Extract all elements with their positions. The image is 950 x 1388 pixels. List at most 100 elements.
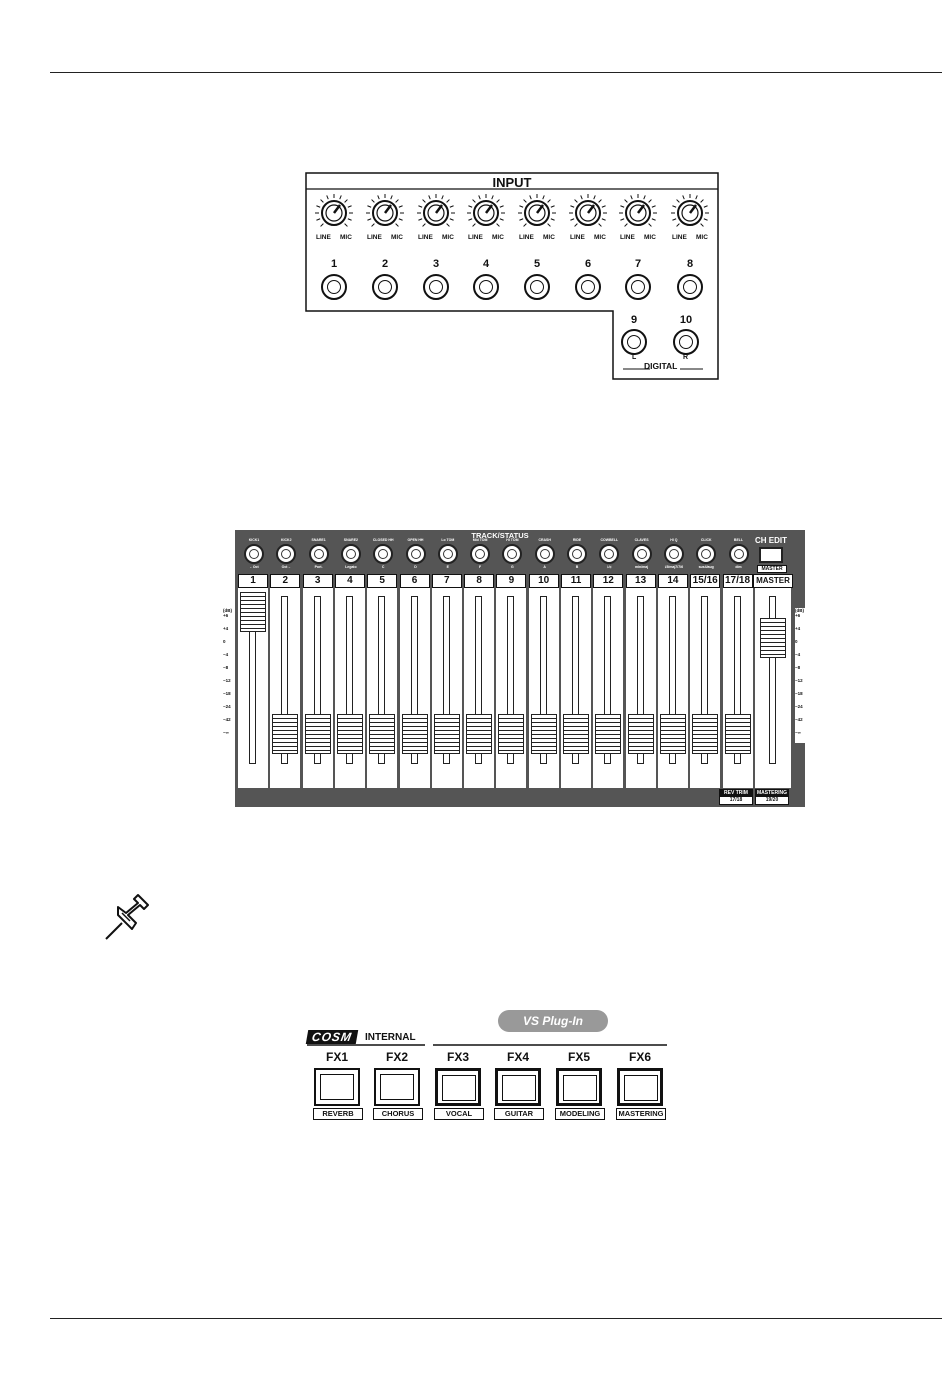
input-jack-3[interactable]	[423, 274, 449, 300]
fx6-button[interactable]	[617, 1068, 663, 1106]
track-status-button-4[interactable]	[340, 544, 361, 564]
ch-edit-label: CH EDIT	[755, 536, 787, 545]
fader-slot	[701, 596, 709, 764]
fader-knob-11[interactable]	[563, 714, 589, 754]
fx3-button[interactable]	[435, 1068, 481, 1106]
track-button-label-bottom: G	[511, 565, 514, 569]
track-status-button-10[interactable]	[534, 544, 555, 564]
track-status-button-7[interactable]	[437, 544, 458, 564]
channel-number-5: 5	[367, 574, 398, 588]
input-jack-4[interactable]	[473, 274, 499, 300]
scale-mark: −4	[795, 652, 801, 657]
digital-number-10: 10	[679, 314, 693, 326]
scale-unit: (dB)	[223, 608, 232, 613]
bottom-rule	[50, 1318, 942, 1319]
fader-knob-3[interactable]	[304, 714, 331, 754]
fx4-button[interactable]	[495, 1068, 541, 1106]
fx-sub-label-6: MASTERING	[616, 1108, 666, 1120]
track-status-button-13[interactable]	[631, 544, 652, 564]
fader-knob-8[interactable]	[466, 714, 493, 754]
track-status-button-15[interactable]	[696, 544, 717, 564]
track-button-label-top: KICK2	[281, 538, 292, 542]
fx1-button[interactable]	[314, 1068, 360, 1106]
line-label: LINE	[468, 234, 483, 241]
fader-knob-5[interactable]	[369, 714, 396, 754]
track-status-button-12[interactable]	[599, 544, 620, 564]
input-number-3: 3	[432, 258, 440, 270]
scale-mark: −18	[795, 691, 803, 696]
pushpin-icon	[105, 894, 149, 940]
fader-knob-15[interactable]	[692, 714, 719, 754]
input-jack-7[interactable]	[625, 274, 651, 300]
fader-knob-12[interactable]	[595, 714, 622, 754]
fx-sub-label-1: REVERB	[313, 1108, 363, 1120]
channel-strip-16	[722, 588, 753, 788]
fader-knob-13[interactable]	[627, 714, 654, 754]
channel-strip-7	[431, 588, 462, 788]
fader-slot	[733, 596, 741, 764]
track-status-button-9[interactable]	[502, 544, 523, 564]
track-status-button-1[interactable]	[244, 544, 264, 564]
fx5-button[interactable]	[556, 1068, 602, 1106]
fader-knob-16[interactable]	[724, 714, 751, 754]
scale-mark: +4	[223, 626, 229, 631]
fader-slot	[345, 596, 353, 764]
mic-label: MIC	[696, 234, 708, 241]
track-status-button-6[interactable]	[405, 544, 426, 564]
fader-knob-9[interactable]	[498, 714, 525, 754]
ch-edit-button[interactable]	[759, 547, 783, 563]
track-button-label-top: SNARE1	[311, 538, 326, 542]
input-jack-2[interactable]	[372, 274, 398, 300]
input-number-6: 6	[584, 258, 592, 270]
fader-knob-14[interactable]	[659, 714, 686, 754]
fader-knob-4[interactable]	[336, 714, 363, 754]
track-status-button-14[interactable]	[663, 544, 684, 564]
digital-jack-9[interactable]	[621, 329, 647, 355]
channel-number-9: 9	[496, 574, 527, 588]
fader-knob-2[interactable]	[272, 714, 299, 754]
vs-plugin-logo: VS Plug-In	[498, 1010, 608, 1032]
track-status-button-8[interactable]	[470, 544, 491, 564]
master-fader-knob[interactable]	[760, 618, 786, 658]
track-status-button-3[interactable]	[308, 544, 329, 564]
fx-sub-label-5: MODELING	[555, 1108, 605, 1120]
input-jack-5[interactable]	[524, 274, 550, 300]
scale-mark: −42	[223, 717, 231, 722]
input-jack-8[interactable]	[677, 274, 703, 300]
fader-slot	[281, 596, 289, 764]
track-status-button-11[interactable]	[567, 544, 587, 564]
track-status-button-5[interactable]	[373, 544, 394, 564]
track-button-label-bottom: Oct→	[281, 565, 291, 569]
track-status-button-16[interactable]	[728, 544, 749, 564]
fader-knob-1[interactable]	[240, 592, 266, 632]
fx-label-3: FX3	[446, 1050, 469, 1064]
fader-knob-10[interactable]	[530, 714, 557, 754]
input-jack-1[interactable]	[321, 274, 347, 300]
track-button-label-bottom: sus4/aug	[698, 565, 714, 569]
fader-knob-6[interactable]	[401, 714, 428, 754]
mic-label: MIC	[543, 234, 555, 241]
fader-knob-7[interactable]	[433, 714, 460, 754]
input-number-8: 8	[686, 258, 694, 270]
input-jack-6[interactable]	[575, 274, 601, 300]
track-button-label-top: CLICK	[700, 538, 712, 542]
channel-number-3: 3	[302, 574, 333, 588]
channel-strip-5	[367, 588, 398, 788]
fx2-button[interactable]	[374, 1068, 420, 1106]
track-status-button-2[interactable]	[276, 544, 297, 564]
digital-jack-10[interactable]	[673, 329, 699, 355]
channel-number-12: 12	[593, 574, 624, 588]
input-number-4: 4	[482, 258, 490, 270]
track-button-label-bottom: C	[381, 565, 385, 569]
line-label: LINE	[418, 234, 433, 241]
channel-number-7: 7	[431, 574, 462, 588]
